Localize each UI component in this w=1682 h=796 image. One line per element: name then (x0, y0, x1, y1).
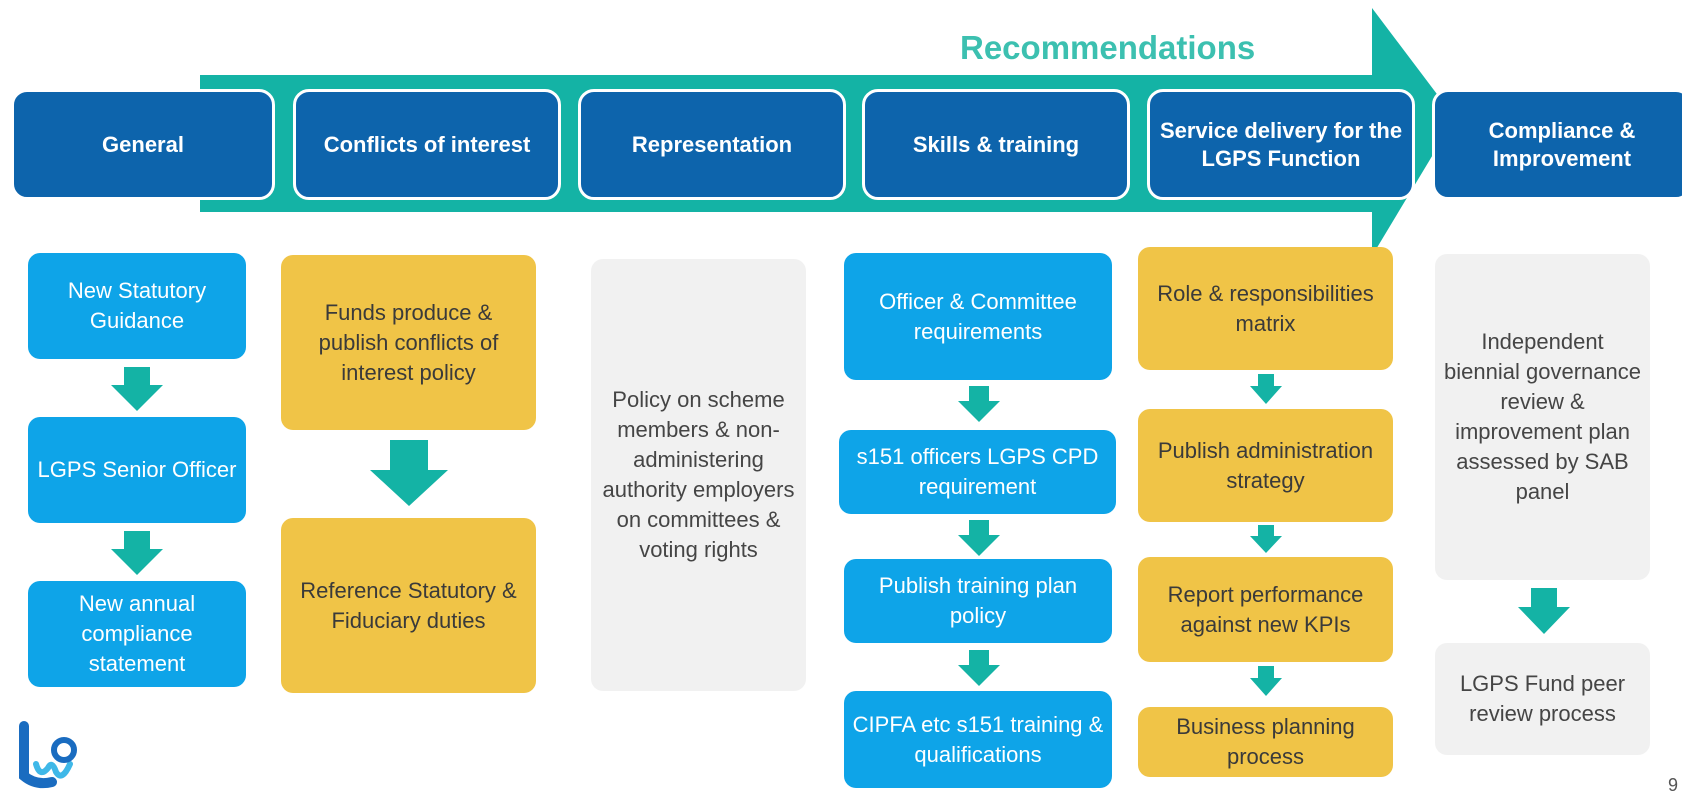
card-publish-training-plan: Publish training plan policy (844, 559, 1112, 643)
header-compliance-improvement: Compliance & Improvement (1432, 89, 1682, 200)
card-business-planning-process: Business planning process (1138, 707, 1393, 777)
down-arrow-icon (111, 367, 163, 411)
card-conflicts-policy: Funds produce & publish conflicts of int… (281, 255, 536, 430)
header-service-delivery: Service delivery for the LGPS Function (1147, 89, 1415, 200)
down-arrow-icon (1518, 588, 1570, 634)
card-new-statutory-guidance: New Statutory Guidance (28, 253, 246, 359)
card-role-responsibilities-matrix: Role & responsibilities matrix (1138, 247, 1393, 370)
down-arrow-icon (958, 650, 1000, 686)
card-officer-committee-requirements: Officer & Committee requirements (844, 253, 1112, 380)
card-cipfa-training: CIPFA etc s151 training & qualifications (844, 691, 1112, 788)
down-arrow-icon (958, 386, 1000, 422)
down-arrow-icon (1250, 374, 1282, 404)
diagram-title: Recommendations (960, 29, 1256, 66)
organisation-logo (19, 721, 77, 789)
header-conflicts-of-interest: Conflicts of interest (293, 89, 561, 200)
header-representation: Representation (578, 89, 846, 200)
page-number: 9 (1667, 775, 1678, 795)
down-arrow-icon (1250, 525, 1282, 553)
card-lgps-senior-officer: LGPS Senior Officer (28, 417, 246, 523)
down-arrow-icon (1250, 666, 1282, 696)
card-representation-policy: Policy on scheme members & non-administe… (591, 259, 806, 691)
header-general: General (11, 89, 275, 200)
header-skills-training: Skills & training (862, 89, 1130, 200)
card-new-annual-compliance-statement: New annual compliance statement (28, 581, 246, 687)
down-arrow-icon (111, 531, 163, 575)
down-arrow-icon (958, 520, 1000, 556)
card-publish-admin-strategy: Publish administration strategy (1138, 409, 1393, 522)
down-arrow-icon (370, 440, 448, 506)
card-report-performance-kpis: Report performance against new KPIs (1138, 557, 1393, 662)
card-reference-statutory-duties: Reference Statutory & Fiduciary duties (281, 518, 536, 693)
card-independent-governance-review: Independent biennial governance review &… (1435, 254, 1650, 580)
card-s151-cpd-requirement: s151 officers LGPS CPD requirement (839, 430, 1116, 514)
card-lgps-fund-peer-review: LGPS Fund peer review process (1435, 643, 1650, 755)
